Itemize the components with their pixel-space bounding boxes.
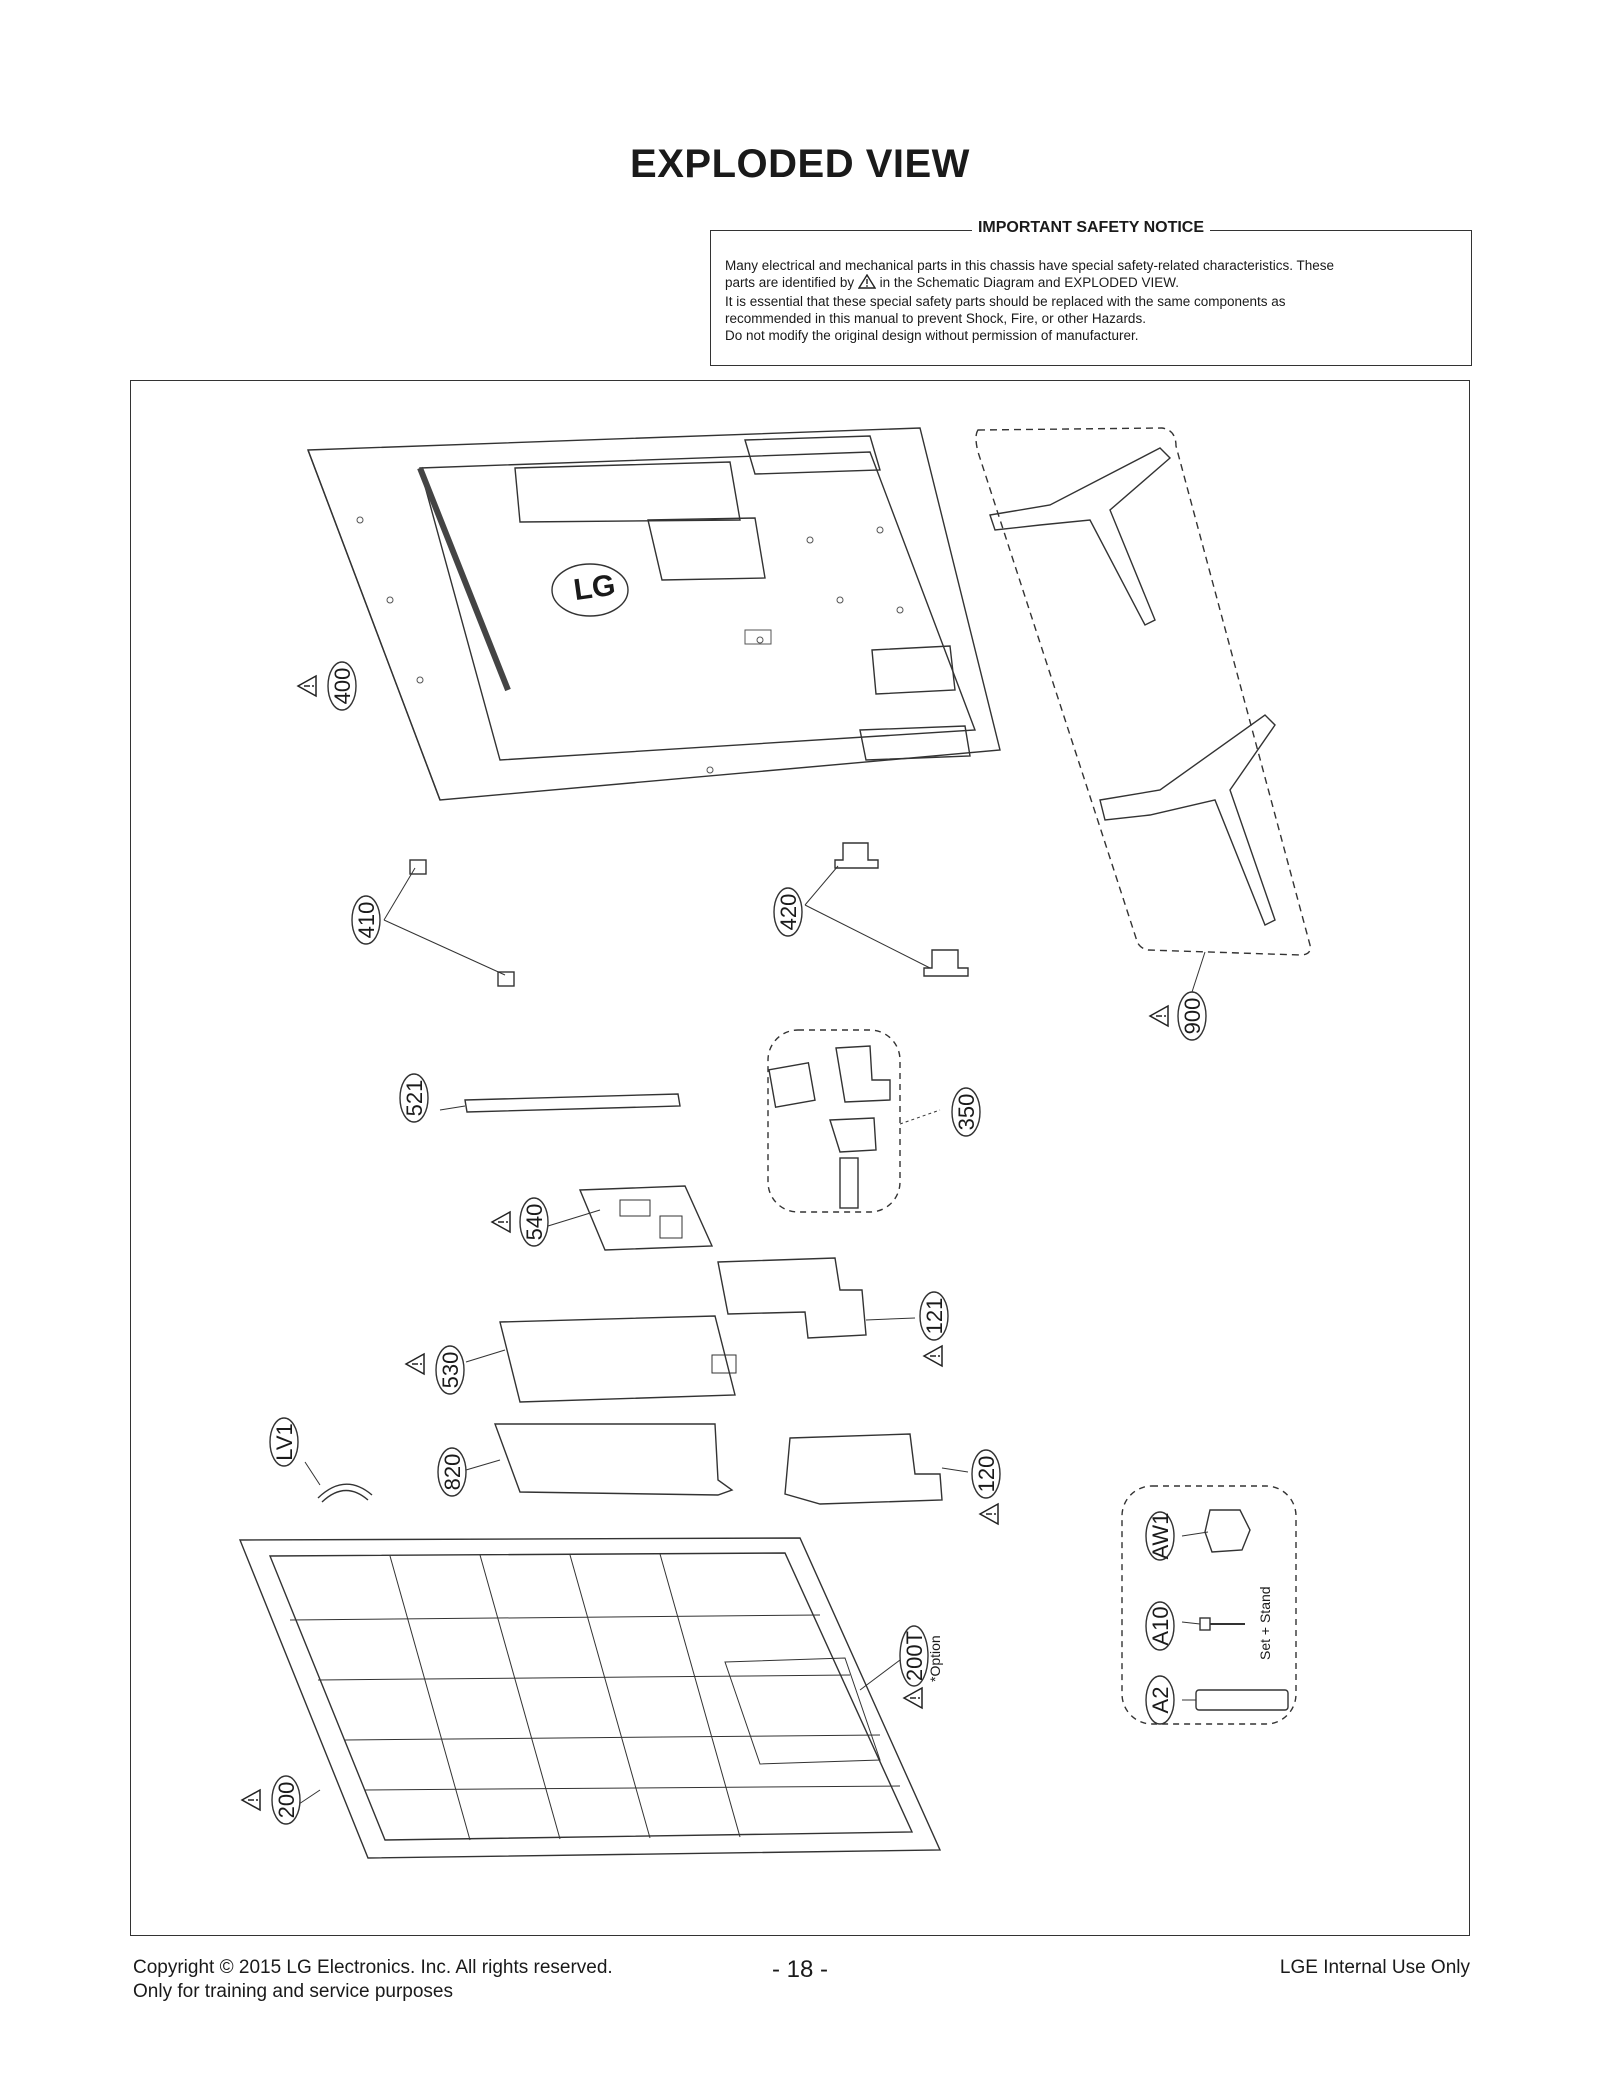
notice-line-4: recommended in this manual to prevent Sh… (725, 311, 1146, 326)
callout-530: 530 (435, 1345, 465, 1395)
svg-text:A10: A10 (1148, 1606, 1173, 1645)
callout-120: 120 (971, 1449, 1001, 1499)
set-stand-label: Set + Stand (1257, 1586, 1273, 1660)
clip-part-410 (383, 859, 515, 987)
cable-part-lv1 (304, 1461, 373, 1503)
callout-200t: 200T (899, 1625, 929, 1687)
callout-121: 121 (919, 1291, 949, 1341)
svg-text:530: 530 (438, 1352, 463, 1389)
svg-text:LV1: LV1 (272, 1423, 297, 1461)
main-frame-part-200 (238, 1537, 942, 1859)
footer-internal-use: LGE Internal Use Only (1279, 1957, 1470, 1978)
callout-a2: A2 (1145, 1675, 1175, 1725)
page-title: EXPLODED VIEW (630, 142, 970, 186)
bar-part-521 (439, 1093, 681, 1113)
svg-text:350: 350 (954, 1094, 979, 1131)
svg-text:200: 200 (274, 1782, 299, 1819)
callout-420: 420 (773, 887, 803, 937)
callout-820: 820 (437, 1447, 467, 1497)
svg-text:521: 521 (402, 1080, 427, 1117)
safety-notice-body: Many electrical and mechanical parts in … (725, 257, 1457, 344)
stand-part (989, 447, 1276, 926)
svg-text:410: 410 (354, 902, 379, 939)
svg-text:120: 120 (974, 1456, 999, 1493)
svg-text:200T: 200T (902, 1631, 927, 1681)
notice-line-5: Do not modify the original design withou… (725, 328, 1139, 343)
callout-900: 900 (1177, 991, 1207, 1041)
remote-control-part-a2 (1195, 1689, 1289, 1711)
svg-text:400: 400 (330, 668, 355, 705)
notice-line-1: Many electrical and mechanical parts in … (725, 258, 1335, 273)
footer-copyright: Copyright © 2015 LG Electronics. Inc. Al… (133, 1957, 613, 2002)
back-cover-part (307, 427, 1001, 801)
screw-part-a10 (1199, 1617, 1211, 1631)
callout-200: 200 (271, 1775, 301, 1825)
option-label: *Option (927, 1635, 943, 1682)
safety-notice-heading: IMPORTANT SAFETY NOTICE (971, 219, 1211, 236)
page-number: - 18 - (771, 1956, 828, 1983)
wall-mount-part-aw1 (1204, 1509, 1251, 1553)
bracket-part-420 (804, 842, 969, 977)
exploded-view-frame (130, 380, 1470, 1936)
lg-logo-text: LG (572, 569, 618, 607)
svg-text:540: 540 (522, 1204, 547, 1241)
callout-540: 540 (519, 1197, 549, 1247)
callout-521: 521 (399, 1073, 429, 1123)
callout-350: 350 (951, 1087, 981, 1137)
notice-line-2: parts are identified by in the Schematic… (725, 273, 1457, 293)
callout-lv1: LV1 (269, 1417, 299, 1467)
power-part-120 (784, 1433, 969, 1505)
svg-text:820: 820 (440, 1454, 465, 1491)
callout-a10: A10 (1145, 1601, 1175, 1651)
callout-400: 400 (327, 661, 357, 711)
warning-triangle-icon (857, 273, 877, 293)
sheet-part-820 (465, 1423, 734, 1496)
svg-text:420: 420 (776, 894, 801, 931)
callout-aw1: AW1 (1145, 1511, 1175, 1561)
svg-text:AW1: AW1 (1148, 1513, 1173, 1560)
svg-text:900: 900 (1180, 998, 1205, 1035)
main-board-part-540 (547, 1185, 714, 1251)
power-board-part-530 (465, 1315, 737, 1403)
bracket-group-350 (768, 1045, 941, 1209)
callout-410: 410 (351, 895, 381, 945)
notice-line-3: It is essential that these special safet… (725, 294, 1286, 309)
power-part-121 (717, 1257, 916, 1339)
svg-text:121: 121 (922, 1298, 947, 1335)
safety-notice-box: IMPORTANT SAFETY NOTICE Many electrical … (710, 219, 1472, 366)
svg-text:A2: A2 (1148, 1687, 1173, 1714)
accessory-group (1181, 1509, 1289, 1711)
